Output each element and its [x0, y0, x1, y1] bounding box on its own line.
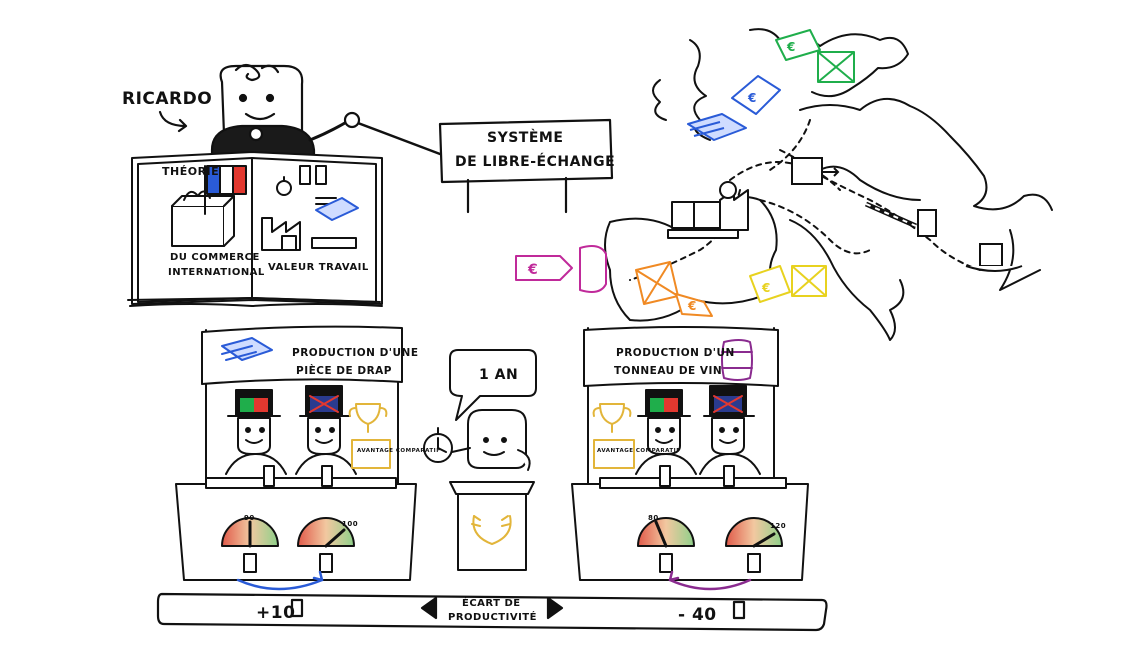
crate-icon [171, 190, 235, 247]
stall-left-badge: AVANTAGE COMPARATIF [357, 448, 440, 454]
stopwatch-icon [423, 427, 453, 463]
svg-text:€: € [687, 299, 696, 313]
uk-producer [295, 385, 357, 475]
gauge-left-portugal [637, 517, 695, 573]
euro-tag-orange-icon: € [635, 261, 713, 317]
euro-tag-magenta-icon: € [515, 245, 607, 293]
comparative-advantage-badge [351, 439, 391, 469]
euro-tag-green-icon: € [775, 29, 855, 83]
book-valeur-label: VALEUR TRAVAIL [268, 262, 369, 273]
portugal-producer [635, 389, 697, 475]
pointer-stick [348, 118, 442, 156]
arrow-left-icon [420, 596, 438, 620]
podium-icon [449, 481, 535, 571]
gauge-right-uk [725, 517, 783, 573]
speech-bubble [449, 349, 537, 421]
trophy-icon [348, 403, 388, 433]
stall-right-gauge-right: 120 [770, 522, 786, 530]
stall-left-gauge-right: 100 [342, 520, 358, 528]
gap-label-1: ÉCART DE [462, 596, 521, 609]
stall-left-gauge-left: 90 [244, 514, 255, 522]
comparative-advantage-badge [593, 439, 635, 469]
arrow-purple-icon [668, 578, 752, 591]
ricardo-label: RICARDO [122, 89, 212, 109]
cloth-icon [221, 337, 273, 361]
trophy-icon [592, 403, 632, 433]
euro-tag-blue-icon: € [687, 75, 781, 141]
stopwatch-icon [276, 176, 292, 196]
gap-left-value: +10 [256, 603, 295, 623]
gauge-right-uk [297, 517, 355, 573]
barrel-icon [721, 339, 753, 381]
arrow-right-icon [546, 596, 564, 620]
euro-tag-yellow-icon: € [749, 265, 827, 303]
book-commerce-label: DU COMMERCE [170, 252, 260, 263]
svg-text:€: € [747, 91, 756, 105]
sign-line2: DE LIBRE-ÉCHANGE [455, 153, 615, 170]
flag-france-icon [204, 165, 247, 215]
productivity-gap-bar [156, 592, 828, 632]
presenter: 1 AN [423, 349, 537, 571]
stall-right [571, 326, 809, 591]
svg-text:€: € [761, 281, 770, 295]
book-theory-label: THÉORIE [162, 165, 219, 178]
arrow-icon [158, 110, 188, 133]
portugal-producer [225, 389, 287, 475]
stall-right-badge: AVANTAGE COMPARATIF [597, 448, 680, 454]
arrow-blue-icon [236, 578, 324, 591]
libre-echange-sign: SYSTÈME DE LIBRE-ÉCHANGE [438, 118, 615, 214]
gap-label-2: PRODUCTIVITÉ [448, 610, 537, 623]
speech-text: 1 AN [479, 367, 518, 383]
boat-crate-icon [965, 243, 1023, 272]
svg-text:€: € [527, 262, 538, 278]
stall-left [175, 325, 417, 591]
cloth-icon [315, 197, 359, 221]
stall-right-title-2: TONNEAU DE VIN [614, 365, 722, 377]
stall-left-title-2: PIÈCE DE DRAP [296, 364, 392, 377]
gauge-left-portugal [221, 517, 279, 573]
factory-map-icon [667, 181, 749, 239]
svg-text:€: € [786, 40, 795, 54]
stall-left-title-1: PRODUCTION D'UNE [292, 347, 419, 359]
uk-producer [699, 385, 761, 475]
truck-crate-icon [791, 157, 840, 185]
theory-book: THÉORIE DU COMMERCE INTERNATIONAL VALEUR… [127, 151, 383, 307]
sign-line1: SYSTÈME [487, 129, 563, 146]
stall-right-gauge-left: 80 [648, 514, 659, 522]
stall-right-title-1: PRODUCTION D'UN [616, 347, 735, 359]
book-international-label: INTERNATIONAL [168, 267, 265, 278]
factory-icon [261, 217, 357, 251]
gap-right-value: - 40 [678, 605, 717, 625]
customs-barrier-icon [864, 201, 937, 237]
